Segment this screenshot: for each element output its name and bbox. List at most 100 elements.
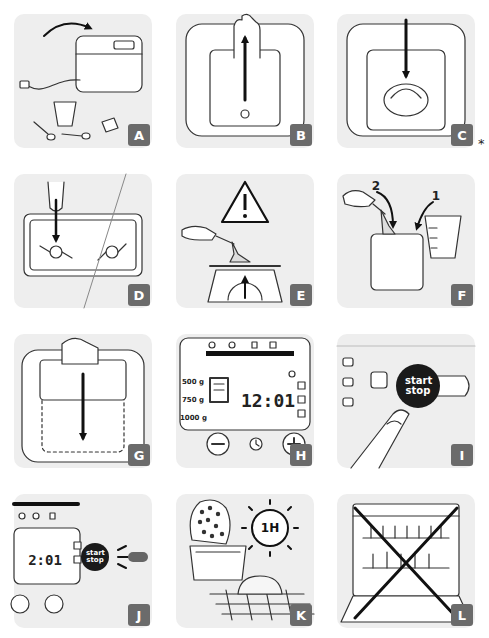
weigh-ingredients-drawing	[210, 265, 280, 267]
remove-bread-drawing	[200, 510, 203, 513]
start-button-drawing	[337, 346, 475, 468]
weigh-ingredients-drawing	[243, 214, 247, 218]
control-panel-drawing	[214, 384, 224, 390]
panel-backgrounds	[14, 334, 152, 468]
footnote-mark: *	[478, 137, 485, 150]
add-ingredients-drawing	[343, 191, 375, 207]
remove-pan-drawing	[244, 38, 247, 100]
display-time: 12:01	[241, 392, 295, 410]
running-display-drawing	[74, 542, 81, 549]
add-ingredients-drawing	[417, 202, 433, 228]
remove-bread-drawing	[196, 551, 240, 552]
panel-letter: K	[290, 604, 312, 626]
step-number: 2	[372, 180, 380, 192]
control-panel-drawing	[210, 378, 228, 402]
control-panel-drawing	[206, 351, 294, 356]
insert-paddle-drawing	[347, 20, 465, 136]
panel-backgrounds	[14, 14, 152, 148]
panel-letter: G	[128, 444, 150, 466]
fit-paddles-drawing	[98, 244, 126, 260]
unpack-machine-drawing	[82, 133, 90, 139]
add-ingredients-drawing	[371, 234, 423, 290]
step-number: 1	[432, 190, 440, 202]
unpack-machine-drawing	[28, 80, 80, 89]
node-text: A	[134, 129, 144, 142]
unpack-machine-drawing	[20, 81, 29, 88]
fit-paddles-drawing	[84, 174, 126, 308]
start-button-drawing	[387, 421, 401, 424]
node-text: D	[134, 289, 145, 302]
place-pan-drawing	[82, 374, 85, 438]
panel-backgrounds	[14, 494, 152, 628]
control-panel-drawing	[256, 440, 259, 446]
control-panel-drawing	[207, 433, 229, 455]
panel-letter: D	[128, 284, 150, 306]
panel-letter: L	[451, 604, 473, 626]
panel-backgrounds	[337, 174, 475, 308]
node-text: F	[458, 289, 467, 302]
panel-backgrounds	[337, 14, 475, 148]
remove-bread-drawing	[206, 518, 209, 521]
running-display-drawing	[128, 552, 148, 562]
control-panel-drawing	[270, 342, 276, 348]
unpack-machine-drawing	[20, 24, 142, 141]
control-panel-drawing	[298, 410, 305, 417]
panel-letter: J	[128, 604, 150, 626]
control-panel-drawing	[289, 371, 295, 377]
node-text: 1H	[261, 522, 279, 534]
start-button-drawing	[337, 345, 475, 346]
panel-backgrounds	[14, 14, 475, 628]
unpack-machine-drawing	[76, 36, 142, 92]
remove-bread-drawing	[242, 500, 298, 556]
insert-paddle-drawing	[405, 20, 408, 76]
no-dishwasher-drawing	[373, 552, 429, 568]
place-pan-drawing	[22, 338, 144, 462]
no-dishwasher-drawing	[355, 508, 457, 618]
fit-paddles-drawing	[24, 214, 142, 276]
panel-backgrounds	[176, 174, 314, 308]
node-text: B	[296, 129, 306, 142]
node-text: C	[457, 129, 467, 142]
fit-paddles-drawing	[55, 200, 58, 240]
remove-bread-drawing	[190, 500, 230, 544]
remove-bread-drawing	[208, 506, 211, 509]
add-ingredients-drawing	[373, 204, 385, 214]
control-panel-drawing	[229, 342, 235, 348]
control-panel-drawing	[180, 338, 310, 430]
remove-pan-drawing	[186, 24, 304, 136]
fit-paddles-drawing	[24, 174, 142, 308]
no-dishwasher-drawing	[353, 515, 459, 516]
remove-bread-drawing	[190, 546, 246, 580]
insert-paddle-drawing	[391, 89, 421, 98]
remove-bread-drawing	[214, 524, 217, 527]
start-button-drawing	[351, 410, 409, 468]
running-display-drawing	[14, 528, 80, 584]
weigh-ingredients-drawing	[182, 182, 282, 302]
panel-letter: H	[290, 444, 312, 466]
display-time: 2:01	[28, 553, 62, 567]
node-text: I	[460, 449, 465, 462]
add-ingredients-drawing	[429, 228, 437, 248]
start-button-drawing	[343, 398, 353, 406]
insert-paddle-drawing	[384, 84, 428, 116]
unpack-machine-drawing	[34, 122, 48, 134]
remove-bread-drawing	[238, 576, 282, 594]
add-ingredients-drawing	[425, 216, 461, 258]
control-panel-drawing	[209, 342, 215, 348]
panel-backgrounds	[176, 334, 314, 468]
running-display-drawing	[11, 595, 29, 613]
unpack-machine-drawing	[47, 134, 55, 140]
remove-pan-drawing	[186, 14, 304, 136]
node-text: J	[137, 609, 142, 622]
node-text: L	[458, 609, 466, 622]
panel-letter: E	[290, 284, 312, 306]
panel-letter: I	[451, 444, 473, 466]
running-display-drawing	[19, 513, 25, 519]
add-ingredients-drawing	[343, 191, 461, 290]
panel-letter: F	[451, 284, 473, 306]
start-stop-button: start stop	[81, 543, 109, 571]
start-button-drawing	[343, 358, 353, 366]
control-panel-drawing	[212, 443, 224, 445]
panel-backgrounds	[14, 174, 152, 308]
loaf-weight: 500 g	[182, 379, 204, 386]
